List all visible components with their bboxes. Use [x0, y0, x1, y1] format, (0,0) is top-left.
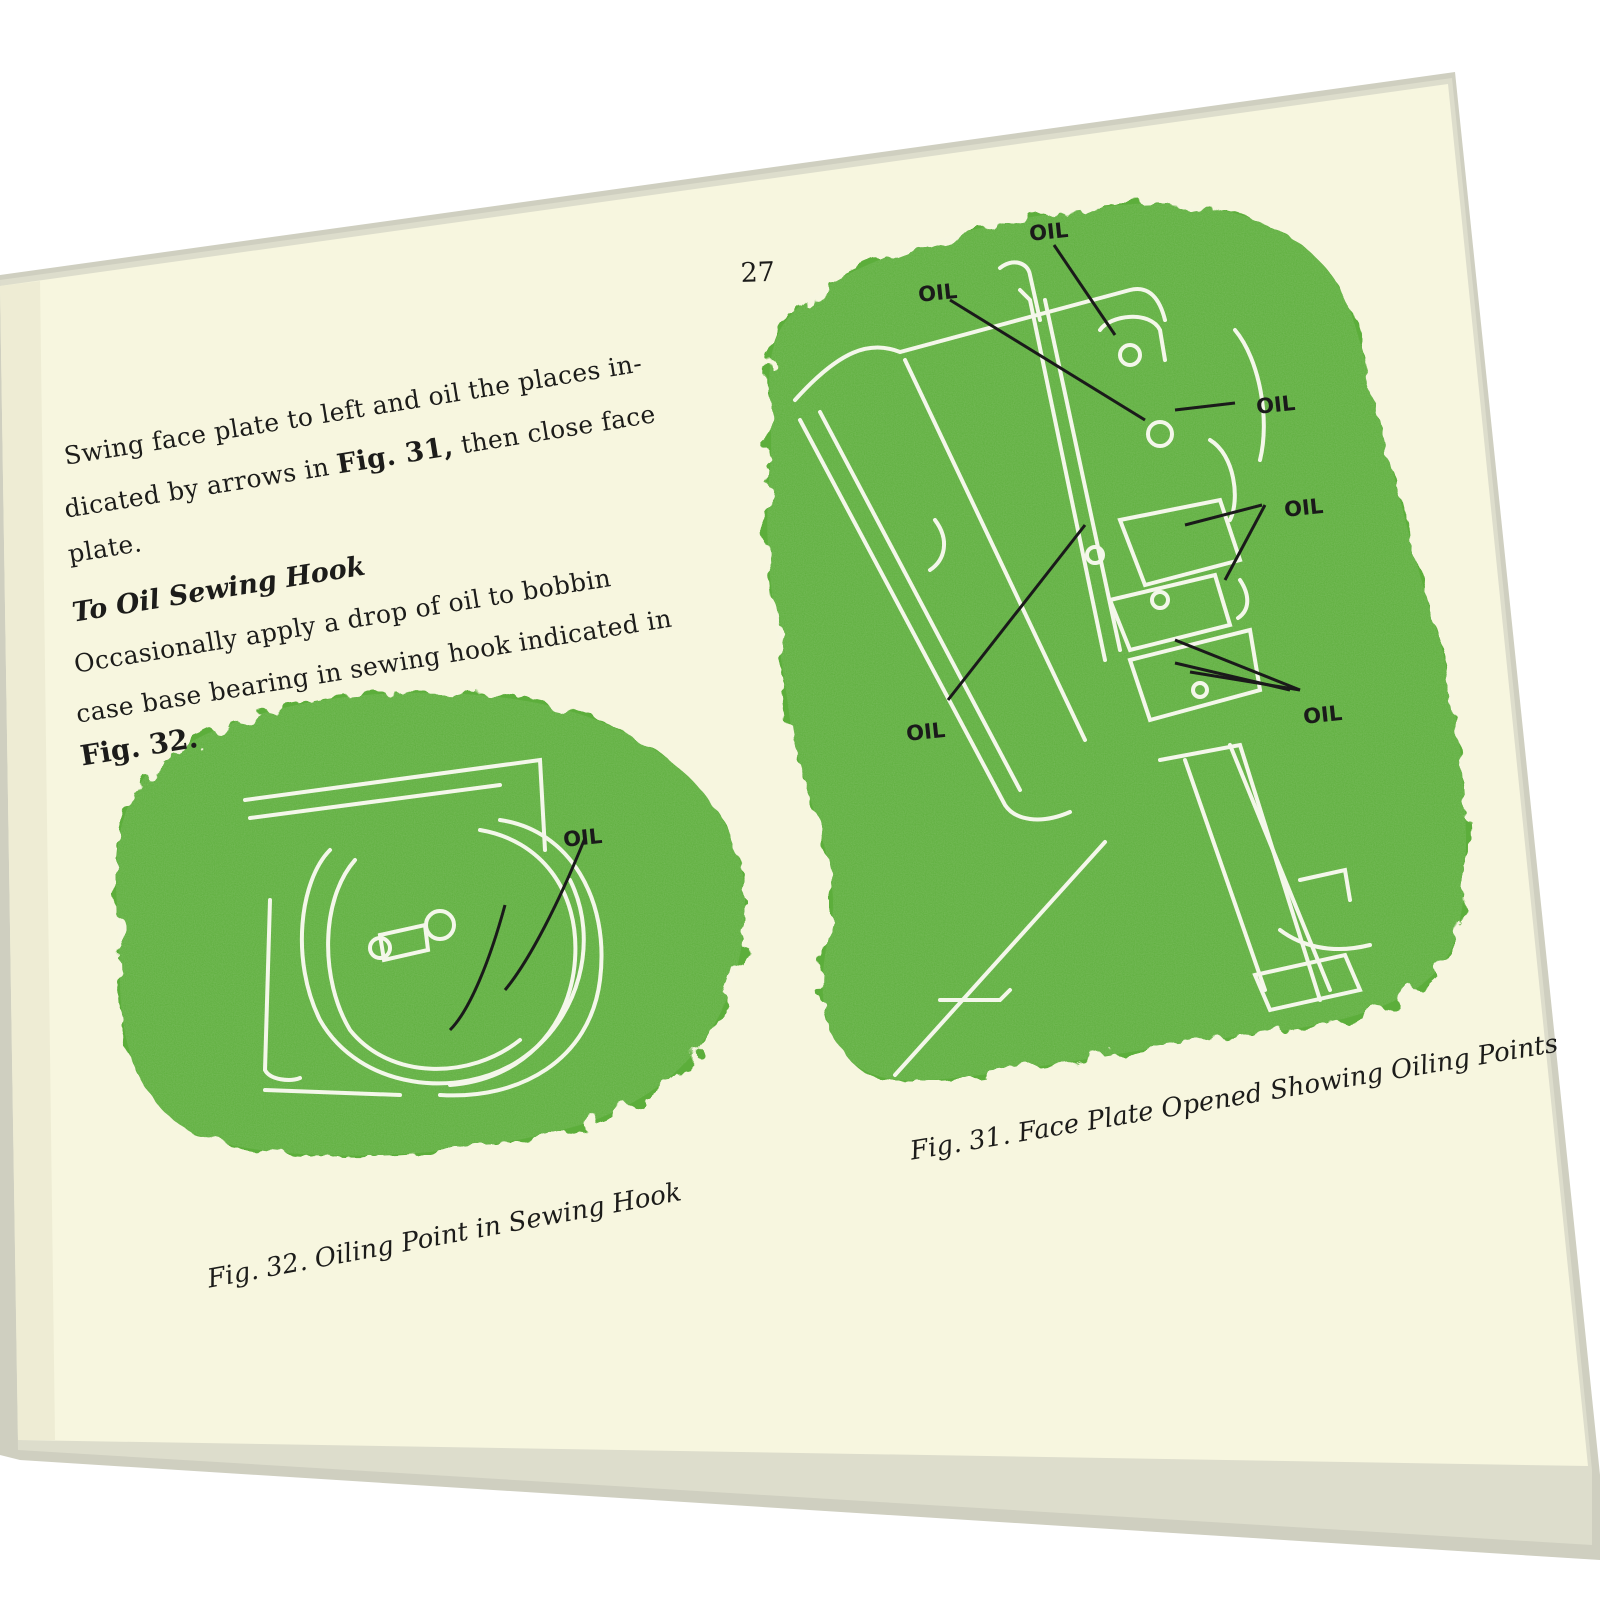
oil-label-middle-right: OIL	[1283, 493, 1325, 522]
oil-label-lower-right: OIL	[1302, 700, 1344, 729]
paragraph-line-2-tail: then close face	[458, 399, 658, 460]
figure-32-caption: Fig. 32. Oiling Point in Sewing Hook	[205, 1177, 684, 1295]
oil-label-upper-left: OIL	[917, 278, 959, 307]
page-number: 27	[740, 256, 776, 289]
paragraph-line-3: plate.	[66, 528, 144, 569]
oil-label-lower-left: OIL	[905, 717, 947, 746]
oil-label-upper-right: OIL	[1255, 390, 1297, 419]
figure-31-caption: Fig. 31. Face Plate Opened Showing Oilin…	[908, 1028, 1561, 1167]
figure-32-illustration	[116, 692, 746, 1156]
oil-label-hook: OIL	[562, 823, 604, 852]
fig-31-reference: Fig. 31,	[334, 431, 456, 481]
oil-label-top: OIL	[1028, 217, 1070, 246]
fig-32-reference: Fig. 32.	[78, 721, 201, 773]
figure-31-illustration	[767, 203, 1466, 1081]
